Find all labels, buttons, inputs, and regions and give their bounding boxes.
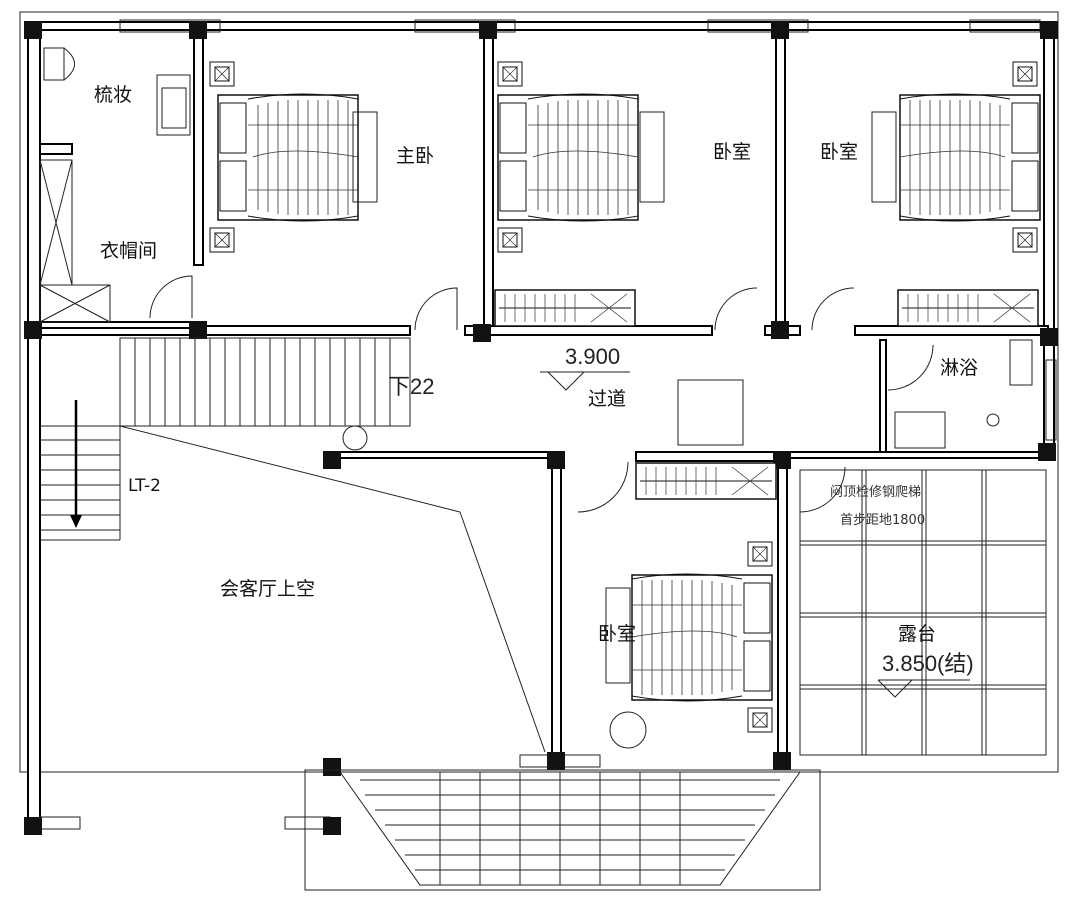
fixtures bbox=[43, 47, 1033, 449]
terrace-elevation: 3.850(结) bbox=[882, 651, 974, 676]
label-void: 会客厅上空 bbox=[220, 578, 315, 600]
doors bbox=[149, 275, 934, 513]
balcony-roof bbox=[304, 769, 821, 891]
site-outline bbox=[19, 11, 1059, 773]
label-cloakroom: 衣帽间 bbox=[100, 240, 157, 262]
label-dressing: 梳妆 bbox=[94, 84, 132, 106]
stairs-down-label: 下22 bbox=[388, 374, 434, 399]
label-stair-id: LT-2 bbox=[128, 476, 161, 496]
terrace-tiles bbox=[799, 469, 1047, 756]
label-corridor: 过道 bbox=[588, 388, 626, 410]
label-bedroom-1: 卧室 bbox=[713, 141, 751, 163]
label-bedroom-3: 卧室 bbox=[598, 623, 636, 645]
label-master-bedroom: 主卧 bbox=[396, 145, 434, 167]
void-outline bbox=[119, 425, 546, 753]
columns bbox=[24, 21, 1058, 835]
elevation-marker-3850 bbox=[877, 679, 970, 698]
label-shower: 淋浴 bbox=[940, 357, 978, 379]
label-terrace: 露台 bbox=[898, 623, 936, 645]
ladder-note-2: 首步距地1800 bbox=[840, 513, 925, 528]
bedroom-1-bed bbox=[494, 61, 665, 327]
master-bed bbox=[209, 61, 378, 253]
cloakroom-storage bbox=[39, 159, 111, 323]
floor-elevation: 3.900 bbox=[565, 344, 620, 369]
bedroom-2-bed bbox=[871, 61, 1041, 327]
elevation-marker-3900 bbox=[540, 371, 630, 391]
bedroom-3-bed bbox=[605, 462, 777, 749]
staircase bbox=[40, 337, 411, 541]
label-bedroom-2: 卧室 bbox=[820, 141, 858, 163]
ladder-note-1: 闷顶检修钢爬梯 bbox=[830, 485, 921, 500]
